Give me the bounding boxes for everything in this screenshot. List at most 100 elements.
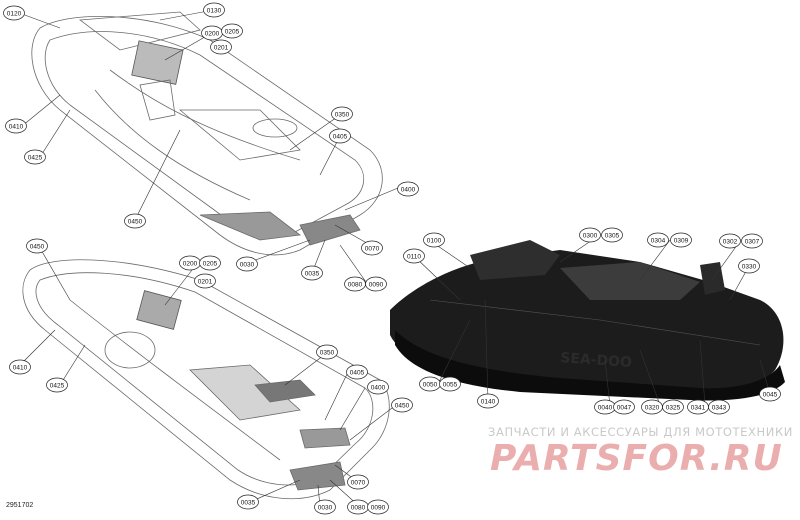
callout-circle — [579, 227, 601, 243]
callout-circle — [367, 379, 389, 395]
callout-label: 0100 — [427, 237, 442, 244]
watermark-logo: PARTSFOR.RU — [490, 438, 783, 479]
callout-label: 0047 — [617, 404, 632, 411]
black-craft: SEA-DOO — [390, 240, 785, 401]
callout-circle — [24, 149, 46, 165]
callout-circle — [738, 258, 760, 274]
callout-circle — [347, 474, 369, 490]
callout-0070: 0070 — [347, 474, 369, 490]
callout-label: 0055 — [443, 381, 458, 388]
callout-label: 0400 — [401, 186, 416, 193]
callout-0400: 0400 — [397, 181, 419, 197]
callout-0201: 0201 — [194, 273, 216, 289]
callout-circle — [236, 256, 258, 272]
callout-0307: 0307 — [741, 233, 763, 249]
callout-label: 0320 — [645, 404, 660, 411]
callout-label: 0309 — [674, 237, 689, 244]
callout-circle — [423, 232, 445, 248]
callout-label: 0305 — [605, 232, 620, 239]
callout-0450: 0450 — [124, 213, 146, 229]
callout-circle — [237, 494, 259, 510]
callout-circle — [3, 5, 25, 21]
callout-0200: 0200 — [201, 25, 223, 41]
callout-label: 0450 — [30, 243, 45, 250]
callout-0450: 0450 — [26, 238, 48, 254]
callout-0425: 0425 — [24, 149, 46, 165]
callout-0300: 0300 — [579, 227, 601, 243]
callout-label: 0035 — [305, 270, 320, 277]
callout-0400: 0400 — [367, 379, 389, 395]
callout-0080: 0080 — [347, 499, 369, 515]
callout-label: 0200 — [205, 30, 220, 37]
callout-0309: 0309 — [670, 232, 692, 248]
callout-circle — [346, 364, 368, 380]
callout-label: 0030 — [240, 261, 255, 268]
callout-circle — [367, 499, 389, 515]
callout-label: 0045 — [763, 391, 778, 398]
callout-0350: 0350 — [331, 106, 353, 122]
callout-circle — [329, 128, 351, 144]
callout-0205: 0205 — [199, 255, 221, 271]
callout-0035: 0035 — [301, 265, 323, 281]
callout-0201: 0201 — [210, 39, 232, 55]
callout-0410: 0410 — [9, 359, 31, 375]
callout-circle — [670, 232, 692, 248]
callout-0405: 0405 — [346, 364, 368, 380]
top-craft-outline — [31, 11, 383, 256]
callout-circle — [9, 359, 31, 375]
callout-0425: 0425 — [46, 377, 68, 393]
callout-0090: 0090 — [365, 276, 387, 292]
callout-0110: 0110 — [403, 248, 425, 264]
callout-circle — [719, 233, 741, 249]
callout-0130: 0130 — [203, 2, 225, 18]
callout-label: 0300 — [583, 232, 598, 239]
callout-label: 0200 — [183, 260, 198, 267]
callout-0055: 0055 — [439, 376, 461, 392]
callout-0325: 0325 — [662, 399, 684, 415]
callout-0050: 0050 — [419, 376, 441, 392]
callout-circle — [477, 393, 499, 409]
callout-circle — [331, 106, 353, 122]
callout-label: 0205 — [203, 260, 218, 267]
callout-circle — [316, 344, 338, 360]
callout-label: 0325 — [666, 404, 681, 411]
callout-label: 0080 — [348, 281, 363, 288]
callout-0030: 0030 — [236, 256, 258, 272]
callout-0080: 0080 — [344, 276, 366, 292]
callout-circle — [708, 399, 730, 415]
callout-0450: 0450 — [391, 397, 413, 413]
callout-label: 0405 — [350, 369, 365, 376]
callout-circle — [124, 213, 146, 229]
callout-label: 0350 — [335, 111, 350, 118]
callout-circle — [46, 377, 68, 393]
callout-0090: 0090 — [367, 499, 389, 515]
callout-circle — [613, 399, 635, 415]
callout-circle — [221, 23, 243, 39]
callout-label: 0304 — [651, 237, 666, 244]
callout-label: 0120 — [7, 10, 22, 17]
callout-circle — [301, 265, 323, 281]
callout-0040: 0040 — [594, 399, 616, 415]
callout-label: 0307 — [745, 238, 760, 245]
callout-label: 0030 — [318, 504, 333, 511]
callout-0330: 0330 — [738, 258, 760, 274]
callout-0343: 0343 — [708, 399, 730, 415]
callout-label: 0302 — [723, 238, 738, 245]
callout-label: 0080 — [351, 504, 366, 511]
callout-label: 0090 — [371, 504, 386, 511]
callout-circle — [403, 248, 425, 264]
callout-circle — [391, 397, 413, 413]
callout-circle — [662, 399, 684, 415]
callout-label: 0070 — [351, 479, 366, 486]
callout-0047: 0047 — [613, 399, 635, 415]
figure-id: 2951702 — [6, 502, 34, 509]
callout-circle — [741, 233, 763, 249]
callout-label: 0425 — [28, 154, 43, 161]
callout-0305: 0305 — [601, 227, 623, 243]
callout-0140: 0140 — [477, 393, 499, 409]
callout-label: 0341 — [691, 404, 706, 411]
watermark-tagline: ЗАПЧАСТИ И АКСЕССУАРЫ ДЛЯ МОТОТЕХНИКИ — [488, 425, 793, 439]
callout-0350: 0350 — [316, 344, 338, 360]
callout-circle — [194, 273, 216, 289]
